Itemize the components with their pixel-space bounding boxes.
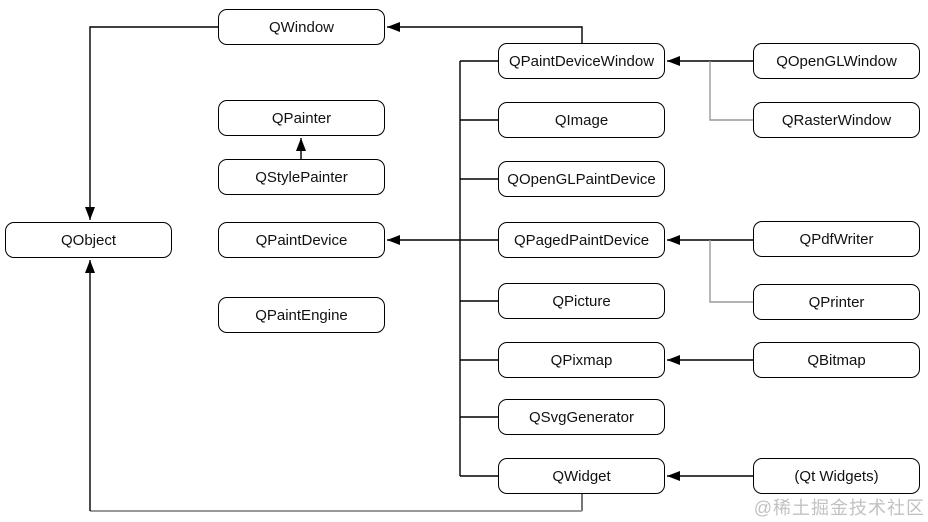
node-qrasterwindow: QRasterWindow (753, 102, 920, 138)
node-qprinter: QPrinter (753, 284, 920, 320)
node-label: QPagedPaintDevice (513, 231, 650, 249)
node-qpdfwriter: QPdfWriter (753, 221, 920, 257)
node-label: QPicture (552, 292, 611, 310)
node-label: (Qt Widgets) (794, 467, 879, 485)
node-label: QPaintDeviceWindow (508, 52, 655, 70)
node-label: QSvgGenerator (528, 408, 635, 426)
node-label: QPdfWriter (799, 230, 874, 248)
node-label: QRasterWindow (781, 111, 892, 129)
edge-qpaintdevicewindow-qwindow (387, 22, 583, 43)
watermark: @稀土掘金技术社区 (753, 498, 925, 518)
node-label: QWidget (552, 467, 611, 485)
node-qpaintengine: QPaintEngine (218, 297, 385, 333)
node-qpaintdevice: QPaintDevice (218, 222, 385, 258)
node-label: QObject (60, 231, 117, 249)
node-label: QPrinter (808, 293, 865, 311)
node-label: QWindow (268, 18, 335, 36)
node-qpagedpaintdevice: QPagedPaintDevice (498, 222, 665, 258)
node-qopenglwindow: QOpenGLWindow (753, 43, 920, 79)
node-label: QPainter (271, 109, 332, 127)
node-qobject: QObject (5, 222, 172, 258)
node-label: QOpenGLWindow (776, 52, 897, 70)
node-qpaintdevicewindow: QPaintDeviceWindow (498, 43, 665, 79)
node-qpicture: QPicture (498, 283, 665, 319)
node-label: QOpenGLPaintDevice (507, 170, 656, 188)
edge-qrasterwindow-branch (709, 61, 753, 121)
node-label: QImage (554, 111, 609, 129)
node-label: QBitmap (807, 351, 866, 369)
node-qwidget: QWidget (498, 458, 665, 494)
edge-qprinter-branch (709, 240, 753, 303)
node-label: QPaintEngine (255, 306, 348, 324)
node-qstylepainter: QStylePainter (218, 159, 385, 195)
edge-qwindow-qobject (85, 26, 218, 220)
node-qpixmap: QPixmap (498, 342, 665, 378)
node-qimage: QImage (498, 102, 665, 138)
node-qwindow: QWindow (218, 9, 385, 45)
node-label: QStylePainter (255, 168, 348, 186)
node-label: QPixmap (550, 351, 613, 369)
node-qbitmap: QBitmap (753, 342, 920, 378)
node-qtwidgets: (Qt Widgets) (753, 458, 920, 494)
node-qopenglpaintdevice: QOpenGLPaintDevice (498, 161, 665, 197)
node-qsvggenerator: QSvgGenerator (498, 399, 665, 435)
node-qpainter: QPainter (218, 100, 385, 136)
node-label: QPaintDevice (255, 231, 348, 249)
